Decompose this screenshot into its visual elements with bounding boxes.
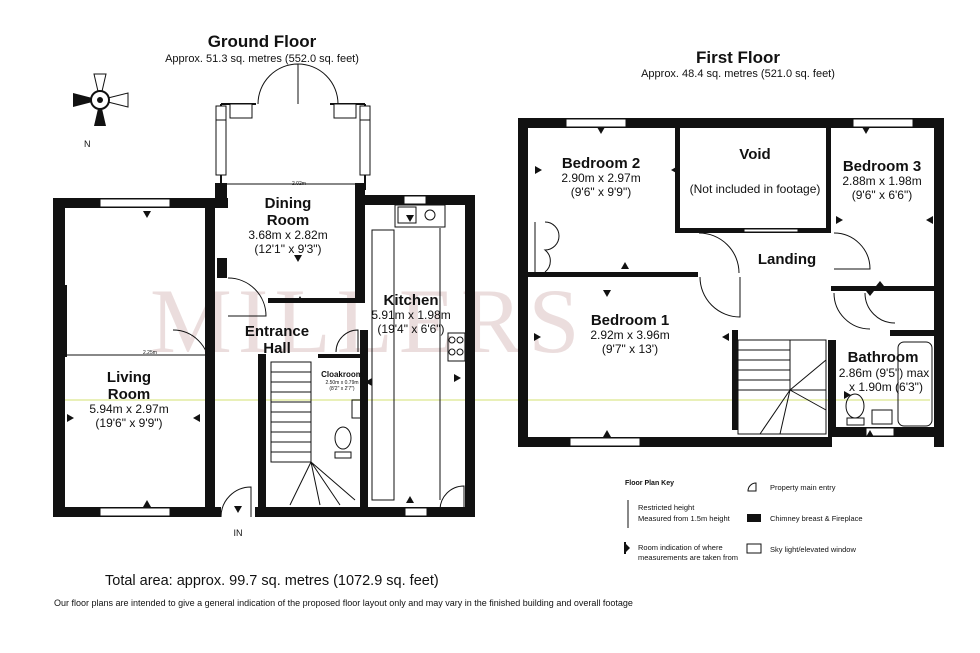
cloakroom-imperial: (8'2" x 2'7")	[329, 386, 355, 392]
kitchen-fittings	[371, 204, 466, 501]
key-chimney: Chimney breast & Fireplace	[770, 514, 863, 523]
kitchen-name: Kitchen	[383, 292, 438, 309]
first-floor-measure-arrows	[534, 127, 933, 437]
key-restricted-height-sub: Measured from 1.5m height	[638, 514, 731, 523]
bathroom-line2: x 1.90m (6'3")	[849, 380, 923, 394]
dining-room-name-1: Dining	[265, 195, 312, 212]
bedroom1-imperial: (9'7" x 13')	[602, 342, 658, 356]
entrance-hall-name-1: Entrance	[245, 323, 309, 340]
ground-floor-stairs	[270, 361, 356, 506]
dining-room-metric: 3.68m x 2.82m	[248, 228, 327, 242]
ground-floor-title: Ground Floor	[208, 32, 317, 51]
first-floor-windows	[565, 118, 914, 447]
bedroom3-name: Bedroom 3	[843, 158, 921, 175]
cloakroom-metric: 2.50m x 0.79m	[325, 380, 358, 386]
dining-room-tag: 2.02m	[292, 181, 306, 187]
key-room-indication-sub: measurements are taken from	[638, 553, 738, 562]
floor-plan-key: Floor Plan Key Restricted height Measure…	[624, 480, 863, 562]
total-area: Total area: approx. 99.7 sq. metres (107…	[105, 573, 439, 589]
conservatory	[215, 63, 371, 190]
kitchen-imperial: (19'4" x 6'6")	[377, 322, 444, 336]
bathroom-fittings	[845, 341, 933, 427]
bedroom1-metric: 2.92m x 3.96m	[590, 328, 669, 342]
void-note: (Not included in footage)	[690, 182, 821, 196]
key-room-indication: Room indication of where	[638, 543, 723, 552]
key-title: Floor Plan Key	[625, 480, 674, 487]
void-name: Void	[739, 146, 770, 163]
kitchen-metric: 5.91m x 1.98m	[371, 308, 450, 322]
bedroom2-imperial: (9'6" x 9'9")	[571, 185, 631, 199]
measure-arrows	[67, 211, 461, 507]
key-restricted-height: Restricted height	[638, 503, 695, 512]
compass-icon	[73, 73, 129, 126]
dining-room-imperial: (12'1" x 9'3")	[254, 242, 321, 256]
living-room-name-1: Living	[107, 369, 151, 386]
ground-floor-doors	[172, 277, 465, 518]
dining-room-name-2: Room	[267, 212, 310, 229]
first-floor-title: First Floor	[696, 48, 780, 67]
chimney-icon	[747, 514, 761, 522]
living-room-name-2: Room	[108, 386, 151, 403]
bedroom3-imperial: (9'6" x 6'6")	[852, 188, 912, 202]
entry-label: IN	[234, 528, 243, 538]
living-room-metric: 5.94m x 2.97m	[89, 402, 168, 416]
living-room-imperial: (19'6" x 9'9")	[95, 416, 162, 430]
entrance-hall-name-2: Hall	[263, 340, 291, 357]
living-room-tag: 2.25m	[143, 350, 157, 356]
bedroom1-name: Bedroom 1	[591, 312, 669, 329]
ground-floor-area: Approx. 51.3 sq. metres (552.0 sq. feet)	[165, 53, 359, 65]
cloakroom-fittings	[334, 399, 363, 459]
compass-north-label: N	[84, 139, 91, 149]
landing-name: Landing	[758, 251, 816, 268]
first-floor-area: Approx. 48.4 sq. metres (521.0 sq. feet)	[641, 68, 835, 80]
bathroom-line1: 2.86m (9'5") max	[839, 366, 930, 380]
skylight-icon	[746, 543, 762, 554]
key-skylight: Sky light/elevated window	[770, 545, 856, 554]
key-main-entry: Property main entry	[770, 483, 836, 492]
first-floor-doors	[534, 221, 896, 330]
main-entry-icon	[747, 482, 757, 492]
disclaimer: Our floor plans are intended to give a g…	[54, 598, 633, 608]
bedroom2-metric: 2.90m x 2.97m	[561, 171, 640, 185]
bedroom2-name: Bedroom 2	[562, 155, 640, 172]
ground-floor-windows	[99, 195, 428, 517]
entry-arrow-icon	[234, 506, 242, 513]
first-floor-stairs	[737, 339, 827, 435]
cloakroom-name: Cloakroom	[321, 370, 363, 379]
bedroom3-metric: 2.88m x 1.98m	[842, 174, 921, 188]
bathroom-name: Bathroom	[848, 349, 919, 366]
